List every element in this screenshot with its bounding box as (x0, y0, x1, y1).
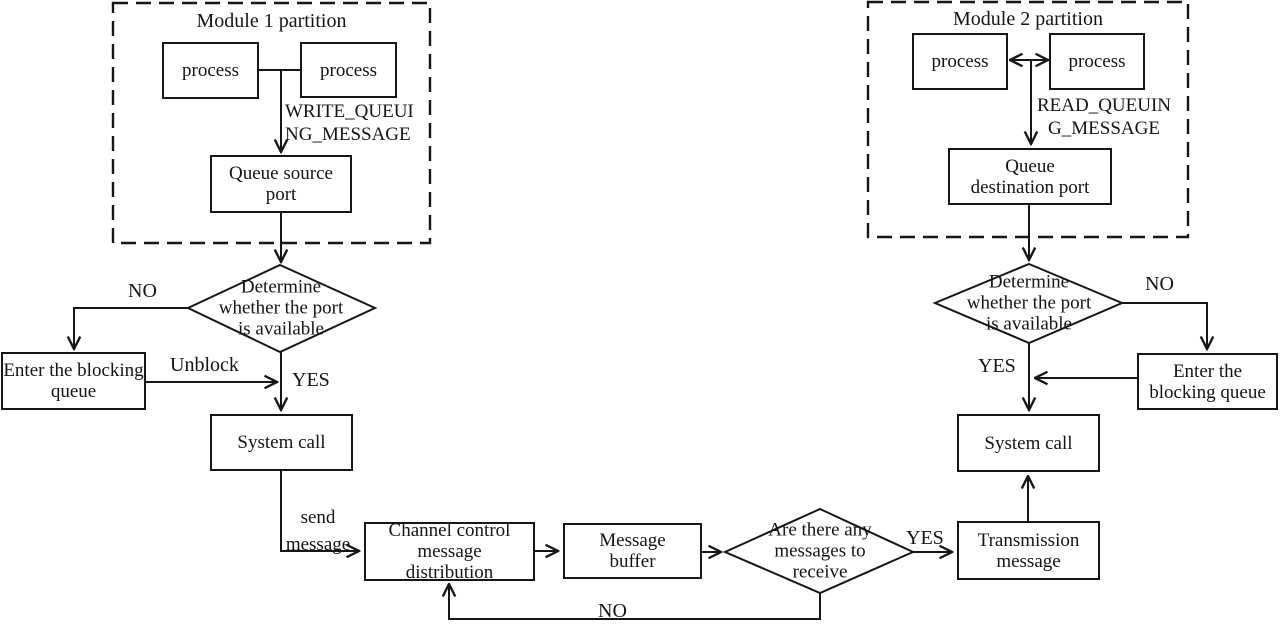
left-system-call-label: System call (237, 432, 326, 453)
right-decision-label: Determine whether the port is available (966, 271, 1092, 335)
receive-decision-label: Are there any messages to receive (768, 519, 872, 583)
send-message-arrow (280, 471, 359, 551)
module2-title: Module 2 partition (953, 8, 1103, 30)
right-system-call-box: System call (957, 414, 1100, 472)
m1-process2-label: process (320, 59, 377, 81)
right-no-label: NO (1145, 273, 1174, 295)
queue-destination-port-label: Queue destination port (970, 155, 1090, 198)
send-message-label: send message (285, 507, 351, 555)
m2-process1-box: process (912, 33, 1008, 90)
m1-process1-label: process (182, 60, 239, 81)
right-blocking-queue-label: Enter the blocking queue (1149, 360, 1266, 403)
left-system-call-box: System call (210, 414, 353, 471)
m1-process2-box: process (300, 42, 397, 98)
receive-yes-label: YES (906, 527, 944, 549)
left-blocking-queue-label: Enter the blocking queue (3, 360, 144, 402)
message-buffer-label: Message buffer (599, 530, 666, 572)
left-no-label: NO (128, 280, 157, 302)
receive-no-arrow (449, 584, 821, 620)
unblock-label: Unblock (170, 354, 239, 376)
m1-process1-box: process (162, 42, 259, 99)
right-system-call-label: System call (984, 432, 1073, 454)
transmission-message-box: Transmission message (957, 521, 1100, 580)
message-buffer-box: Message buffer (563, 523, 702, 579)
m2-process2-box: process (1049, 33, 1145, 90)
transmission-message-label: Transmission message (977, 529, 1080, 572)
receive-no-label: NO (598, 600, 627, 622)
channel-control-box: Channel control message distribution (364, 520, 535, 583)
right-no-arrow (1122, 302, 1207, 349)
left-no-arrow (74, 307, 188, 349)
m2-process1-label: process (931, 51, 989, 72)
m2-process2-label: process (1068, 51, 1126, 72)
left-decision-label: Determine whether the port is available (218, 276, 344, 340)
left-yes-label: YES (292, 369, 330, 391)
left-blocking-queue-box: Enter the blocking queue (1, 352, 146, 410)
right-yes-label: YES (978, 355, 1016, 377)
queue-source-port-box: Queue source port (210, 155, 352, 213)
write-queuing-message-label: WRITE_QUEUING_MESSAGE (285, 101, 414, 145)
read-queuing-message-label: READ_QUEUING_MESSAGE (1036, 95, 1172, 139)
right-blocking-queue-box: Enter the blocking queue (1137, 353, 1278, 410)
queue-source-port-label: Queue source port (229, 163, 333, 205)
queue-destination-port-box: Queue destination port (948, 148, 1112, 205)
module1-title: Module 1 partition (196, 10, 347, 32)
module1-partition-frame (111, 1, 432, 245)
channel-control-label: Channel control message distribution (388, 520, 511, 583)
